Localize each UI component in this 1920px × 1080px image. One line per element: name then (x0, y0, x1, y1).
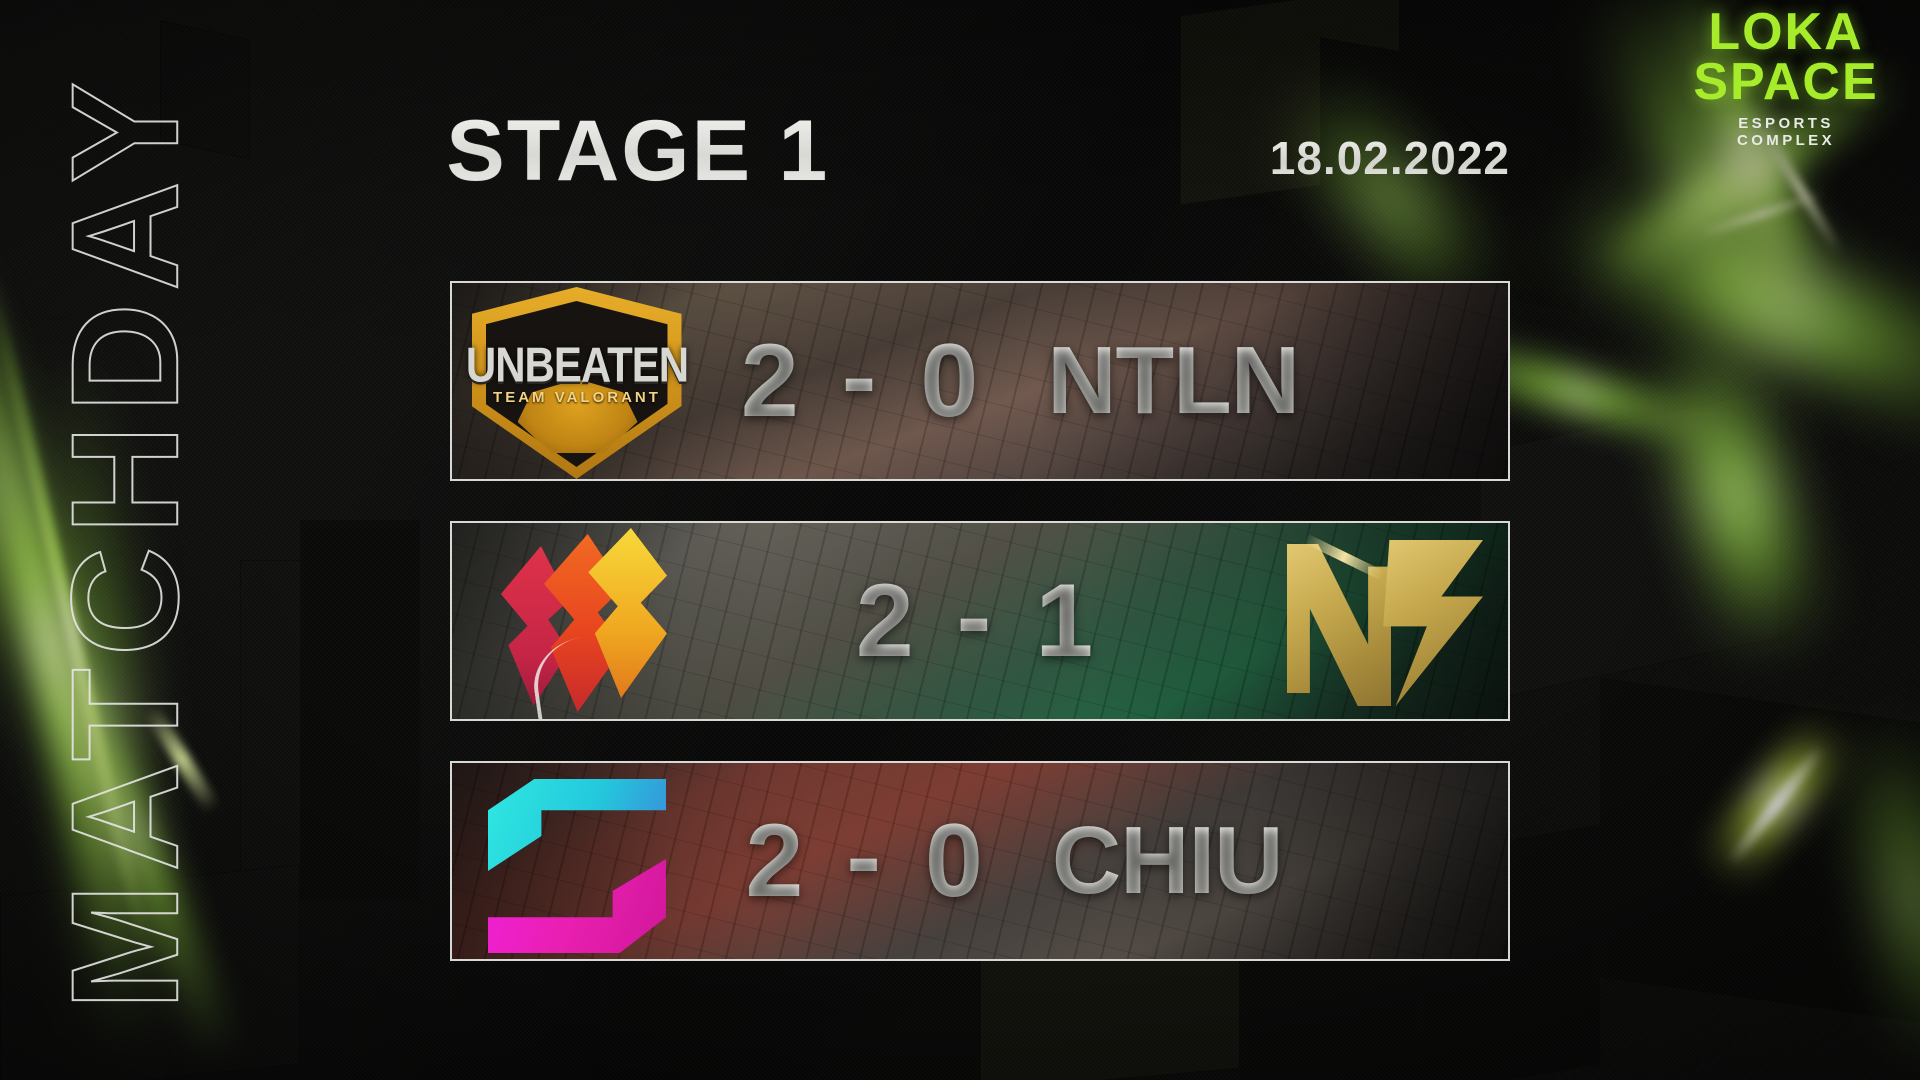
away-team-name: CHIU (1051, 807, 1284, 914)
score-separator: - (956, 559, 992, 675)
away-team-name: NTLN (1047, 327, 1300, 434)
match-row[interactable]: UNBEATEN TEAM VALORANT 2 - 0 NTLN (450, 281, 1510, 481)
score-zone: 2 - 1 (452, 523, 1508, 719)
home-score: 2 (740, 323, 799, 439)
loka-logo-line2: SPACE (1693, 52, 1879, 111)
away-score: 0 (924, 803, 983, 919)
score-zone: 2 - 0 NTLN (452, 283, 1508, 479)
away-score: 0 (920, 323, 978, 439)
score-separator: - (846, 799, 881, 915)
score-zone: 2 - 0 CHIU (452, 763, 1508, 959)
loka-logo-tagline: ESPORTS COMPLEX (1737, 114, 1835, 149)
match-list: UNBEATEN TEAM VALORANT 2 - 0 NTLN (450, 281, 1510, 961)
score-separator: - (841, 319, 877, 435)
matchday-side-label: MATCHDAY (0, 0, 250, 1080)
match-date: 18.02.2022 (1269, 132, 1510, 184)
home-score: 2 (745, 803, 804, 919)
loka-space-logo: LOKA SPACE ESPORTS COMPLEX (1686, 3, 1886, 149)
matchday-label-text: MATCHDAY (39, 69, 211, 1011)
match-row[interactable]: 2 - 0 CHIU (450, 761, 1510, 961)
loka-logo-line1: LOKA (1708, 3, 1864, 61)
header: STAGE 1 18.02.2022 (446, 108, 1510, 194)
page-title: STAGE 1 (446, 103, 830, 199)
away-score: 1 (1035, 563, 1093, 679)
match-row[interactable]: 2 - 1 (450, 521, 1510, 721)
home-score: 2 (855, 563, 914, 679)
